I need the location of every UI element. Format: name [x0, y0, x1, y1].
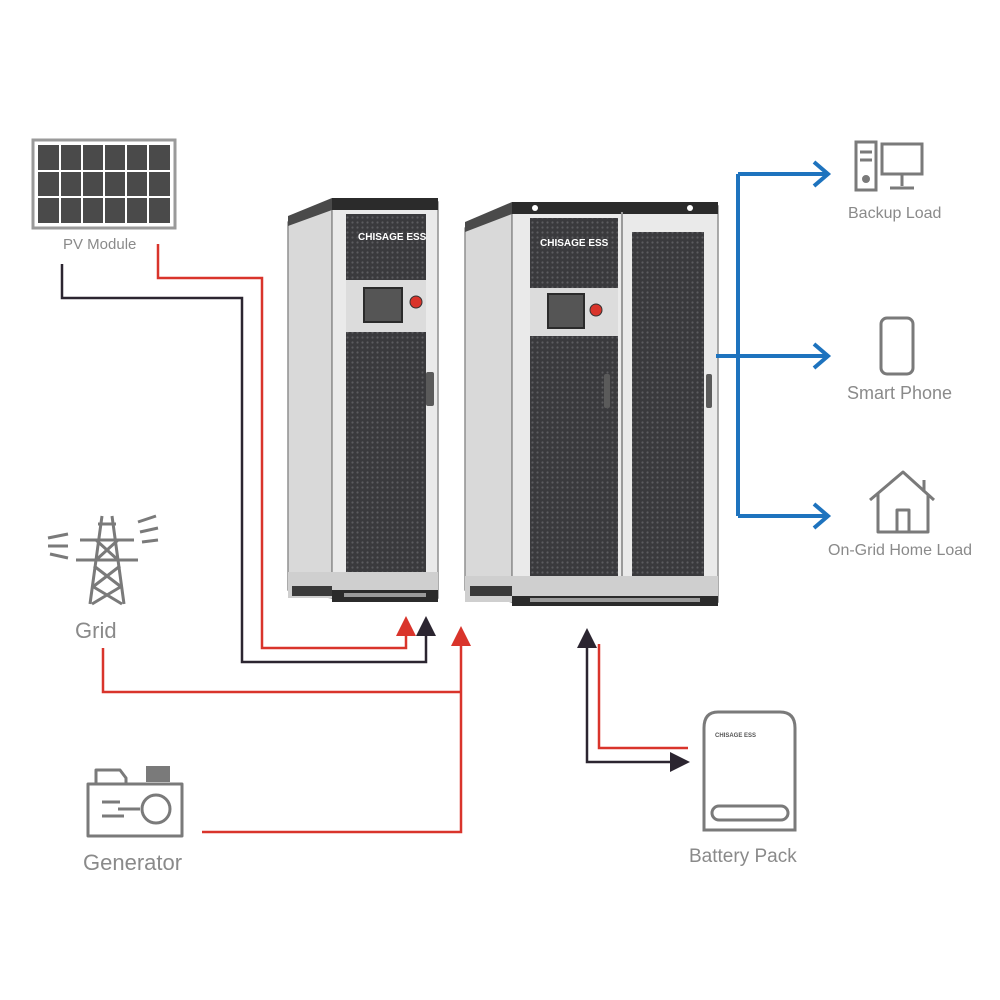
output-connection-lines — [716, 160, 832, 530]
generator-label: Generator — [83, 850, 183, 875]
home-load-label: On-Grid Home Load — [828, 542, 973, 559]
computer-icon — [854, 140, 924, 192]
solar-panel-icon — [31, 138, 177, 230]
cabinet-right-brand: CHISAGE ESS — [540, 238, 609, 249]
battery-connection-lines — [577, 628, 690, 772]
cabinet-left: CHISAGE ESS — [287, 198, 439, 602]
transmission-tower-icon — [47, 514, 159, 606]
battery-pack-label: Battery Pack — [689, 846, 797, 867]
generator-icon — [86, 766, 184, 838]
cabinet-right: CHISAGE ESS — [464, 202, 719, 606]
battery-pack-icon: CHISAGE ESS — [702, 710, 797, 832]
battery-brand-text: CHISAGE ESS — [715, 733, 756, 739]
pv-connection-lines — [60, 244, 436, 664]
cabinet-left-brand: CHISAGE ESS — [358, 232, 427, 243]
smartphone-icon — [879, 316, 915, 376]
smart-phone-label: Smart Phone — [847, 383, 953, 403]
grid-generator-connection-lines — [101, 626, 471, 834]
backup-load-label: Backup Load — [848, 205, 942, 222]
house-icon — [869, 470, 936, 534]
pv-module-label: PV Module — [63, 236, 137, 253]
grid-label: Grid — [75, 618, 117, 643]
